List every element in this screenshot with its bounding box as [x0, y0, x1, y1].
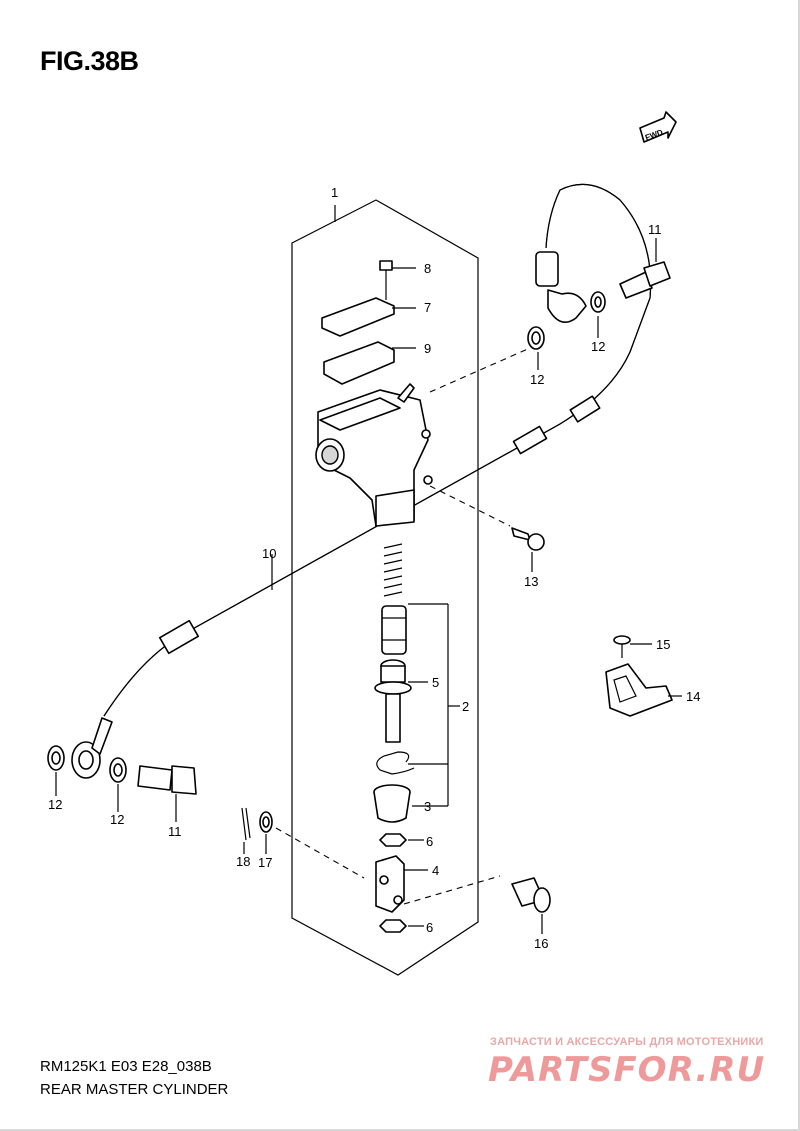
model-code: RM125K1 E03 E28_038B	[40, 1058, 212, 1075]
union-bolt-upper	[619, 261, 671, 299]
hose-guide-bracket	[605, 663, 673, 717]
push-rod	[374, 659, 412, 743]
callout-12-b: 12	[530, 372, 544, 387]
gasket-washer-c	[47, 745, 65, 771]
callout-6-upper: 6	[426, 834, 433, 849]
fwd-arrow-icon: FWD	[639, 111, 677, 143]
bracket-screw	[613, 635, 631, 658]
lock-nut-lower	[379, 919, 407, 933]
callout-11-upper: 11	[648, 222, 662, 237]
callout-8: 8	[424, 261, 431, 276]
callout-18: 18	[236, 854, 250, 869]
callout-10: 10	[262, 546, 276, 561]
callout-1: 1	[331, 185, 338, 200]
figure-name: REAR MASTER CYLINDER	[40, 1081, 229, 1098]
clevis	[375, 855, 405, 913]
union-bolt-lower	[137, 765, 197, 795]
figure-title: FIG.38B	[40, 46, 139, 76]
gasket-washer-a	[590, 291, 606, 313]
assembly-outline	[291, 199, 479, 976]
callout-14: 14	[686, 689, 700, 704]
piston-spring	[383, 543, 403, 597]
callout-17: 17	[258, 855, 272, 870]
circlip	[376, 751, 415, 775]
dust-boot	[373, 784, 411, 823]
callout-5: 5	[432, 675, 439, 690]
callout-6-lower: 6	[426, 920, 433, 935]
callout-labels: 1 2 3 4 5 6 6 7 8 9 10 11 11 12 12 12 12…	[48, 185, 700, 951]
lock-nut-upper	[379, 833, 407, 847]
callout-12-a: 12	[591, 339, 605, 354]
plain-washer	[259, 811, 273, 833]
master-cylinder-body	[315, 383, 433, 527]
gasket-washer-b	[527, 326, 545, 350]
callout-3: 3	[424, 799, 431, 814]
callout-4: 4	[432, 863, 439, 878]
mounting-screw	[511, 527, 545, 551]
clevis-pin	[511, 877, 551, 913]
callout-16: 16	[534, 936, 548, 951]
brake-hose	[71, 183, 652, 779]
cotter-pin	[241, 807, 251, 841]
callout-13: 13	[524, 574, 538, 589]
reservoir-cap	[321, 297, 395, 337]
callout-11-lower: 11	[168, 824, 182, 839]
callout-7: 7	[424, 300, 431, 315]
callout-15: 15	[656, 637, 670, 652]
watermark-logo: PARTSFOR.RU	[488, 1050, 766, 1090]
piston	[381, 605, 407, 655]
callout-2: 2	[462, 699, 469, 714]
watermark-tagline: ЗАПЧАСТИ И АКСЕССУАРЫ ДЛЯ МОТОТЕХНИКИ	[490, 1036, 764, 1048]
cap-screw	[379, 260, 393, 300]
callout-12-d: 12	[110, 812, 124, 827]
leader-lines	[55, 238, 682, 934]
diaphragm	[323, 341, 395, 385]
gasket-washer-d	[109, 757, 127, 783]
callout-12-c: 12	[48, 797, 62, 812]
callout-9: 9	[424, 341, 431, 356]
